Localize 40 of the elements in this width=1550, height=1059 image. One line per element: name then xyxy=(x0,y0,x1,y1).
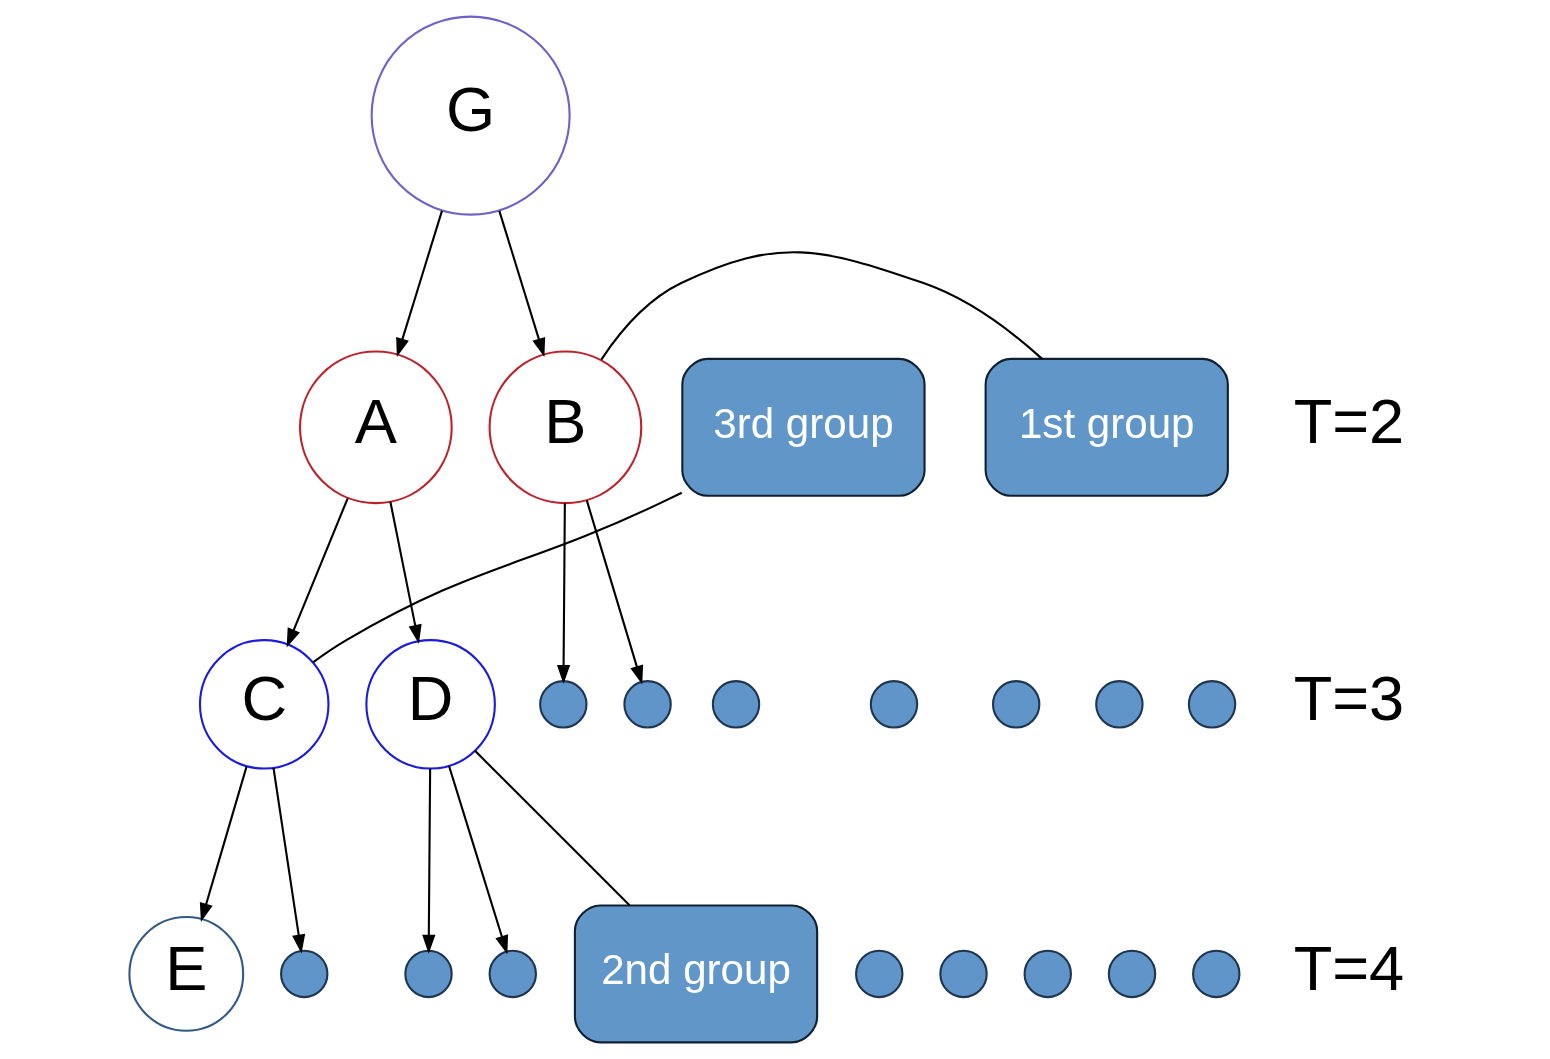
node-circle xyxy=(539,680,588,729)
node-circle xyxy=(1023,949,1072,999)
label: T=3 xyxy=(1293,663,1405,734)
connector xyxy=(312,491,683,663)
node-circle xyxy=(711,680,761,729)
arrow xyxy=(556,503,571,684)
arrow xyxy=(448,765,509,955)
node-box: 1st group xyxy=(984,357,1229,497)
arrow xyxy=(422,768,436,954)
node-circle xyxy=(1192,949,1241,999)
node-box: 3rd group xyxy=(681,357,926,497)
arrow xyxy=(396,210,443,357)
node-circle xyxy=(404,949,453,999)
node-circle xyxy=(869,680,919,729)
node-circle xyxy=(991,680,1041,729)
arrow xyxy=(272,767,306,954)
node-circle: B xyxy=(488,350,643,505)
arrow xyxy=(389,501,422,644)
node-circle xyxy=(623,680,672,729)
label: T=2 xyxy=(1293,386,1405,457)
arrow xyxy=(199,766,248,923)
arrow xyxy=(498,210,546,357)
node-circle xyxy=(1187,680,1237,729)
label: T=4 xyxy=(1293,932,1405,1003)
node-circle: A xyxy=(298,350,453,505)
node-circle: G xyxy=(370,15,571,216)
node-circle: D xyxy=(365,639,496,770)
connector xyxy=(600,251,1043,361)
node-circle xyxy=(1107,949,1157,999)
node-circle xyxy=(939,949,988,999)
node-circle xyxy=(280,949,329,999)
node-circle xyxy=(1095,680,1144,729)
node-circle xyxy=(855,949,904,999)
node-circle xyxy=(488,949,537,999)
node-circle: E xyxy=(128,916,245,1032)
connector xyxy=(474,750,631,907)
node-box: 2nd group xyxy=(573,904,819,1044)
arrow xyxy=(585,500,644,685)
arrow xyxy=(286,497,349,648)
node-circle: C xyxy=(198,639,330,770)
